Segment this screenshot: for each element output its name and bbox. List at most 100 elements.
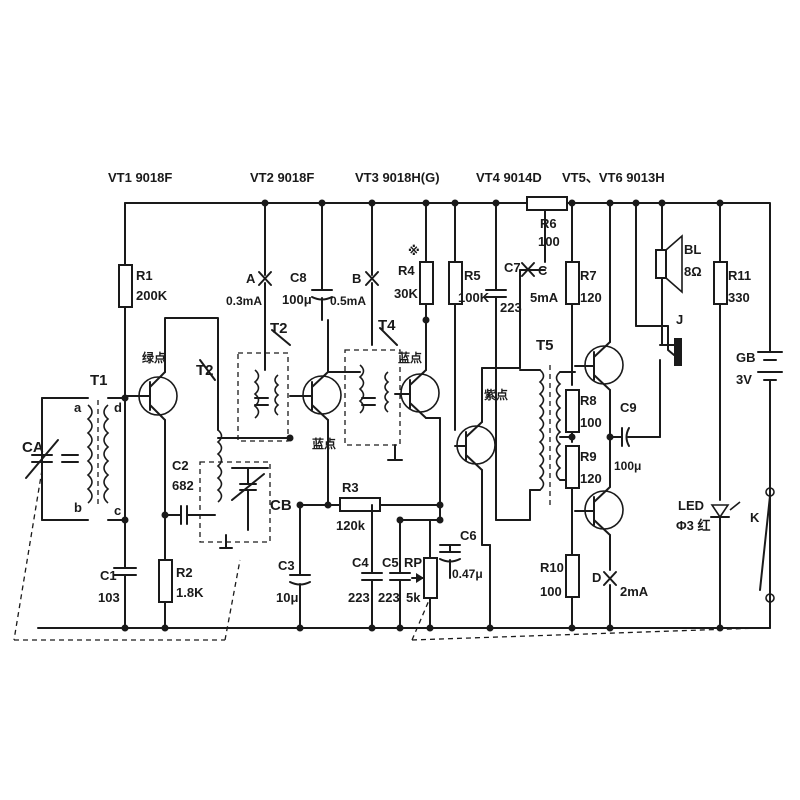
j-label: J [676,312,683,327]
r7-name: R7 [580,268,597,283]
led-value: Φ3 红 [676,518,711,533]
c1-value: 103 [98,590,120,605]
r9-resistor [565,445,580,489]
c5-name: C5 [382,555,399,570]
t2-osc-label: T2 [196,362,214,379]
rp-value: 5k [406,590,421,605]
t2-osc-shield [199,461,271,543]
r8-value: 100 [580,415,602,430]
r8-resistor [565,389,580,433]
header-vt4: VT4 9014D [476,170,542,185]
r1-resistor [118,264,133,308]
c3-name: C3 [278,558,295,573]
test-point-a-label: A [246,271,256,286]
r9-value: 120 [580,471,602,486]
c2-name: C2 [172,458,189,473]
k-label: K [750,510,760,525]
r7-value: 120 [580,290,602,305]
c3-value: 10μ [276,590,298,605]
c1-name: C1 [100,568,117,583]
test-point-a-marker [258,271,272,286]
test-point-d-value: 2mA [620,584,649,599]
test-point-d-marker [603,571,617,586]
r7-resistor [565,261,580,305]
c8-value: 100μ [282,292,312,307]
test-point-c-marker [521,262,535,277]
t4-label: T4 [378,317,396,334]
vt2-color-dot: 蓝点 [312,436,336,451]
led-name: LED [678,498,704,513]
c7-name: C7 [504,260,521,275]
c4-value: 223 [348,590,370,605]
gb-value: 3V [736,372,752,387]
header-vt3: VT3 9018H(G) [355,170,440,185]
r1-name: R1 [136,268,153,283]
t1-label: T1 [90,372,108,389]
coil-pin-c: c [114,503,121,518]
coil-pin-d: d [114,400,122,415]
r6-value: 100 [538,234,560,249]
test-point-b-value: 0.5mA [330,294,366,308]
r5-name: R5 [464,268,481,283]
c8-name: C8 [290,270,307,285]
r2-name: R2 [176,565,193,580]
c9-name: C9 [620,400,637,415]
vt1-color-dot: 绿点 [142,350,166,365]
t4-if-shield [344,349,401,446]
r6-name: R6 [540,216,557,231]
r5-value: 100K [458,290,490,305]
r11-value: 330 [728,290,750,305]
header-vt1: VT1 9018F [108,170,172,185]
j-jack [674,338,682,366]
c9-value: 100μ [614,459,641,473]
rp-potentiometer [423,557,438,599]
r4-value: 30K [394,286,418,301]
r8-name: R8 [580,393,597,408]
t2-if-coil [253,369,260,419]
bl-name: BL [684,242,701,257]
c5-value: 223 [378,590,400,605]
t5-transformer-primary [538,369,545,491]
t1-coil-secondary [103,404,110,504]
r4-name: R4 [398,263,415,278]
coil-pin-b: b [74,500,82,515]
r2-value: 1.8K [176,585,204,600]
r3-name: R3 [342,480,359,495]
test-point-d-label: D [592,570,601,585]
header-vt56: VT5、VT6 9013H [562,170,665,185]
vt3-color-dot: 蓝点 [398,350,422,365]
test-point-c-value: 5mA [530,290,559,305]
r1-value: 200K [136,288,168,303]
c6-value: 0.47μ [452,567,483,581]
r4-resistor [419,261,434,305]
c7-value: 223 [500,300,522,315]
t1-coil-primary [86,404,93,504]
cb-label: CB [270,497,292,514]
ca-label: CA [22,439,44,456]
r9-name: R9 [580,449,597,464]
c4-name: C4 [352,555,369,570]
t5-label: T5 [536,337,554,354]
t2-if-shield [237,352,289,442]
vt4-color-dot: 紫点 [484,387,508,402]
r10-name: R10 [540,560,564,575]
r4-note: ※ [408,244,420,258]
bl-speaker [655,249,667,279]
rp-name: RP [404,555,422,570]
led-diode [710,504,730,519]
t2-if-label: T2 [270,320,288,337]
c2-value: 682 [172,478,194,493]
header-vt2: VT2 9018F [250,170,314,185]
r6-resistor [526,196,568,211]
r10-resistor [565,554,580,598]
junction-dots [121,199,724,632]
test-point-b-label: B [352,271,361,286]
t5-transformer-secondary [555,371,562,481]
c6-name: C6 [460,528,477,543]
gb-name: GB [736,350,756,365]
test-point-c-label: C [538,263,548,278]
r2-resistor [158,559,173,603]
bl-value: 8Ω [684,264,702,279]
test-point-a-value: 0.3mA [226,294,262,308]
